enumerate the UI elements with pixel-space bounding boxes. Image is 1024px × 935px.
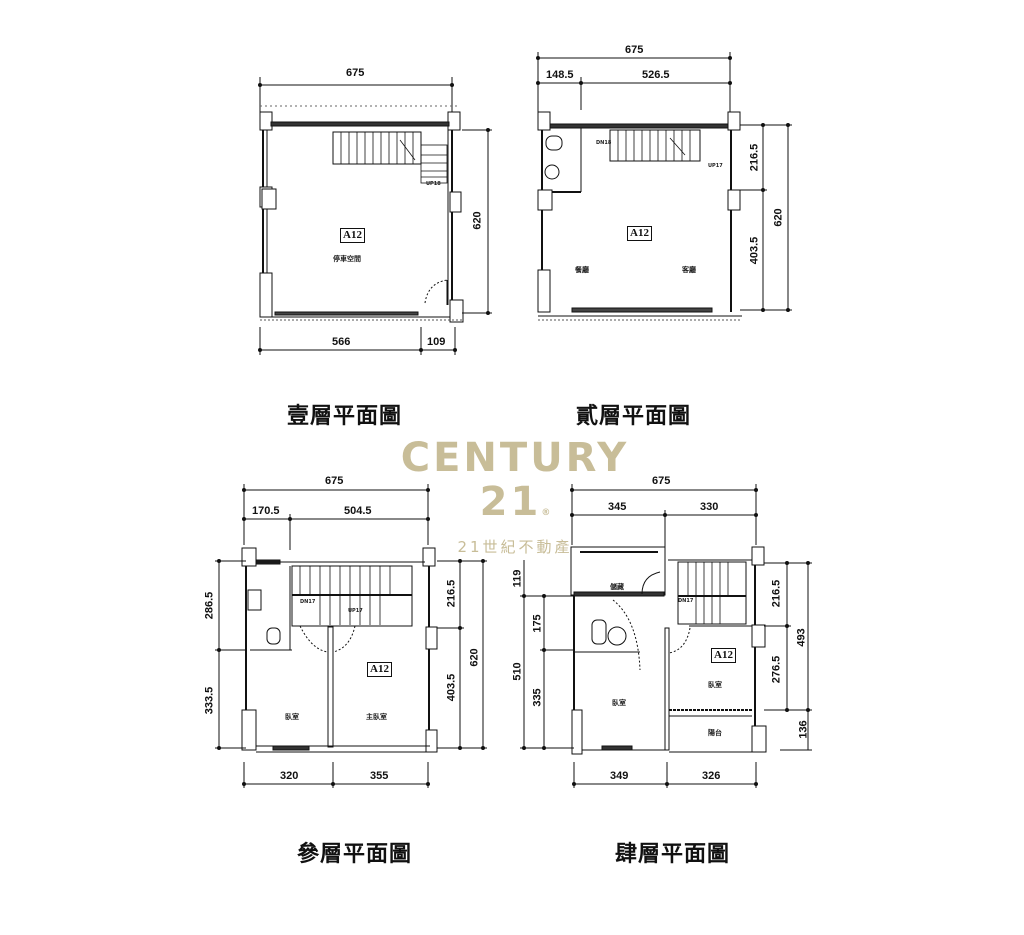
unit-code-label: A12 [367,662,392,677]
dim-right-lower: 276.5 [770,655,783,684]
stair-tag: UP18 [426,181,441,187]
floor-plan-3-drawing [215,484,487,788]
dim-bottom-right: 355 [370,770,389,782]
dim-top-split-right: 526.5 [642,69,670,81]
dim-left-upper: 286.5 [203,591,216,620]
room-label-storage: 儲藏 [610,583,624,591]
dim-top-split-right: 504.5 [344,505,372,517]
floor-plan-2-drawing [536,52,792,321]
stair-tag-down: DN18 [596,140,612,146]
floor-plan-4-drawing [520,484,812,788]
floor-plan-1-drawing [258,77,492,355]
room-label-bedroom: 臥室 [285,713,299,721]
dim-right-upper: 216.5 [445,579,458,608]
dim-bottom-left: 349 [610,770,629,782]
unit-code-label: A12 [627,226,652,241]
floor-plan-1: 675 620 566 109 A12 停車空間 UP18 [240,55,510,365]
stair-tag-down: DN17 [678,598,694,604]
floor-plan-2: 675 148.5 526.5 216.5 403.5 620 A12 餐廳 客… [520,40,800,330]
stair-tag-up: UP17 [708,163,723,169]
room-label-bedroom-left: 臥室 [612,699,626,707]
floor-plan-4: 675 345 330 119 510 175 335 216.5 276.5 … [500,470,820,790]
dim-left-inner-lower: 335 [531,688,544,707]
room-label-bedroom-right: 臥室 [708,681,722,689]
caption-floor-2: 貳層平面圖 [576,403,692,429]
dim-top-split-left: 170.5 [252,505,280,517]
caption-floor-4: 肆層平面圖 [615,841,731,867]
dim-right-upper: 216.5 [748,143,761,172]
room-label-balcony: 陽台 [708,729,722,737]
caption-floor-3: 參層平面圖 [297,841,413,867]
dim-right-balcony: 136 [797,720,810,739]
dim-left-lower: 333.5 [203,686,216,715]
dim-bottom-left: 566 [332,336,351,348]
dim-right-total: 620 [468,648,481,667]
dim-bottom-left: 320 [280,770,299,782]
unit-code-label: A12 [711,648,736,663]
dim-right-total: 493 [795,628,808,647]
dim-top-total: 675 [325,475,344,487]
stair-tag-down: DN17 [300,599,316,605]
dim-top-total: 675 [652,475,671,487]
dim-left-top: 119 [511,569,524,588]
dim-left-total: 510 [511,662,524,681]
room-label-parking: 停車空間 [333,255,361,263]
dim-right-total: 620 [471,211,484,230]
dim-right-lower: 403.5 [445,673,458,702]
brand-subtitle: 21世紀不動產 [457,538,573,556]
room-label-living: 客廳 [682,266,696,274]
dim-bottom-right: 326 [702,770,721,782]
dim-right-total: 620 [772,208,785,227]
dim-top-total: 675 [625,44,644,56]
room-label-dining: 餐廳 [575,266,589,274]
caption-floor-1: 壹層平面圖 [287,403,403,429]
dim-left-inner-upper: 175 [531,614,544,633]
dim-bottom-right: 109 [427,336,446,348]
dim-top-split-right: 330 [700,501,719,513]
dim-right-lower: 403.5 [748,236,761,265]
dim-top-split-left: 345 [608,501,627,513]
room-label-master-bedroom: 主臥室 [366,713,387,721]
stair-tag-up: UP17 [348,608,363,614]
dim-top-total: 675 [346,67,365,79]
brand-name: CENTURY 21® [400,435,630,525]
dim-top-split-left: 148.5 [546,69,574,81]
unit-code-label: A12 [340,228,365,243]
century21-watermark: CENTURY 21® 21世紀不動產 [360,436,670,557]
dim-right-upper: 216.5 [770,579,783,608]
floor-plan-3: 675 170.5 504.5 286.5 333.5 216.5 403.5 … [200,470,500,790]
